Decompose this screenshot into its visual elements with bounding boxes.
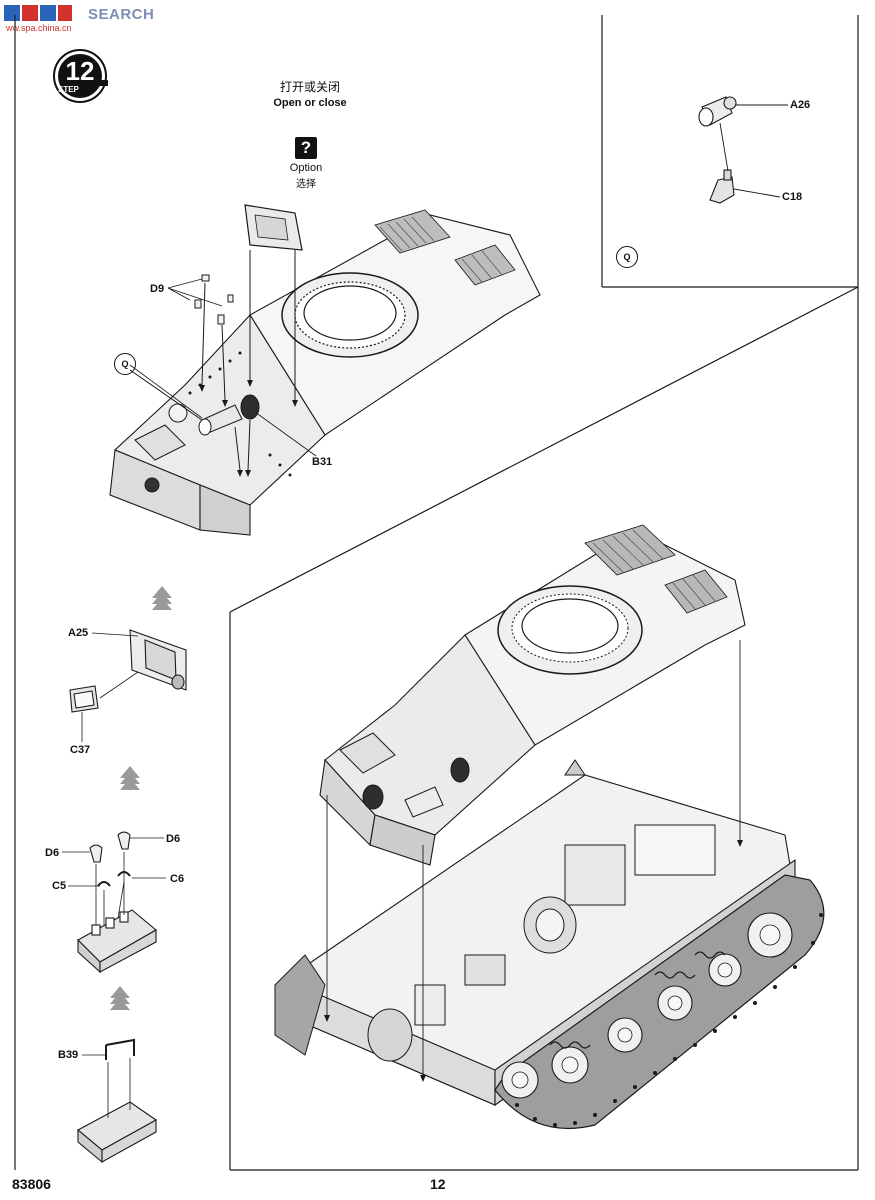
label-b39: B39 [58, 1049, 79, 1061]
tank-assembly-drawing [274, 524, 825, 1129]
watermark-logo [4, 4, 72, 22]
label-c18: C18 [782, 191, 803, 203]
page-number: 12 [430, 1176, 446, 1192]
open-close-en: Open or close [273, 97, 347, 109]
option-icon: ? [295, 137, 317, 159]
step-number: 12 [65, 56, 95, 86]
label-a25: A25 [68, 627, 89, 639]
watermark: SEARCH ww.spa.china.cn [4, 4, 164, 36]
inset-lamp-assembly [698, 96, 788, 204]
label-c5: C5 [52, 880, 67, 892]
label-q-inset: Q [623, 252, 631, 262]
hatch-a25-part [244, 204, 303, 251]
option-marker: ? Option 选择 [276, 137, 336, 190]
callout-q-upper: Q [114, 353, 136, 375]
catalog-code: 83806 [12, 1176, 51, 1192]
open-close-zh: 打开或关闭 [279, 80, 340, 94]
step-badge: 12 STEP [46, 48, 114, 104]
callout-q-inset: Q [616, 246, 638, 268]
option-zh: 选择 [296, 179, 316, 190]
label-a26: A26 [790, 99, 811, 111]
option-mark: ? [300, 138, 312, 157]
label-d6-right: D6 [166, 833, 181, 845]
label-q-upper: Q [121, 359, 129, 369]
label-b31: B31 [312, 456, 333, 468]
label-c6: C6 [170, 873, 185, 885]
option-en: Option [289, 162, 323, 174]
watermark-brand: SEARCH [88, 6, 155, 23]
label-d9: D9 [150, 283, 165, 295]
lamp-q-part [198, 404, 243, 436]
upper-hull-drawing [109, 204, 541, 536]
sequence-arrows [110, 586, 172, 1010]
step-word: STEP [58, 85, 79, 94]
turret-ring [281, 272, 419, 358]
label-d6-left: D6 [45, 847, 60, 859]
watermark-site: ww.spa.china.cn [6, 23, 72, 33]
label-c37: C37 [70, 744, 91, 756]
horn-b31-part [240, 394, 260, 420]
open-close-caption: 打开或关闭 Open or close [255, 78, 365, 109]
d9-parts [194, 274, 234, 325]
